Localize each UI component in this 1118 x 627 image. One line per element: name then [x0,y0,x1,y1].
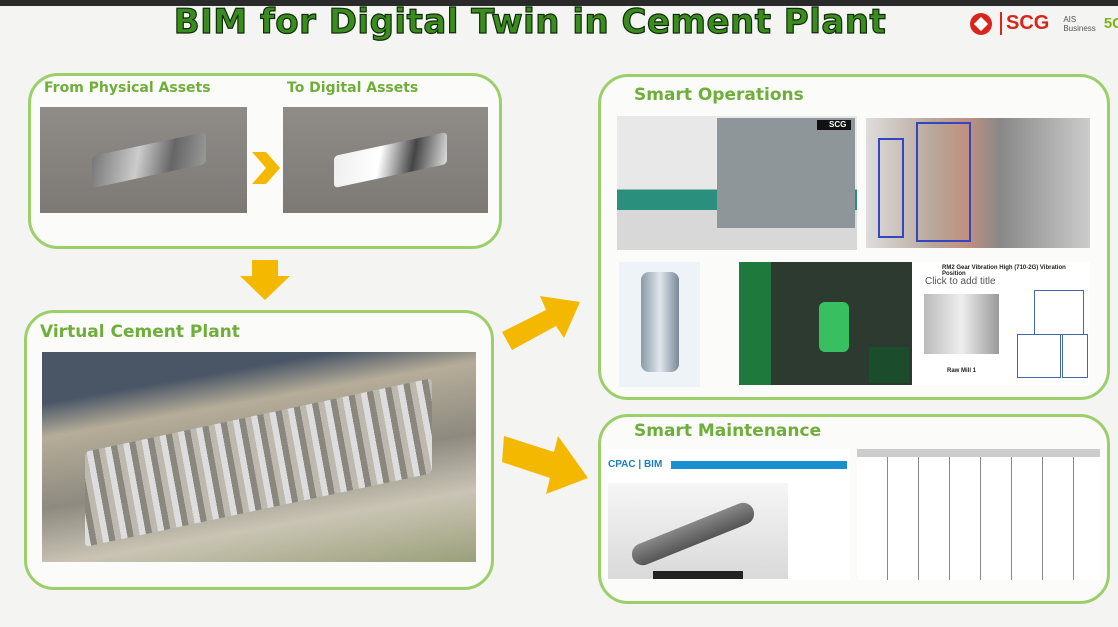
cpac-header-bar [671,461,847,469]
digital-asset-image [283,107,488,213]
raw-mill-screen-image [739,262,912,385]
scada-screen-image: SCG [617,116,857,250]
scada-scg-logo: SCG [829,120,847,129]
ais-logo-bottom: Business [1063,23,1096,33]
ais-logo-top: AIS [1063,14,1077,24]
vibration-position-slide: RM2 Gear Vibration High (710-2G) Vibrati… [912,262,1090,385]
ais-logo: AIS Business [1063,15,1095,33]
ais-5g: 5G [1103,15,1118,32]
cpac-bim-title: CPAC | BIM [608,459,663,470]
virtual-plant-label: Virtual Cement Plant [40,322,240,342]
drawing-document-image [857,449,1100,580]
arrow-down-icon [240,260,290,300]
arrow-maintenance-icon [502,436,588,494]
scg-logo-icon [970,12,992,35]
smart-maintenance-label: Smart Maintenance [634,421,822,441]
slide-title: BIM for Digital Twin in Cement Plant [173,1,887,42]
smart-operations-label: Smart Operations [634,85,804,105]
plant-structure-image [866,118,1090,248]
raw-mill-caption: Raw Mill 1 [947,368,977,374]
logos: SCG AIS Business 5G [970,12,1118,35]
cpac-bim-screen: CPAC | BIM [605,449,850,580]
chevron-right-icon [252,152,280,184]
mill-3d-model-image [619,262,700,387]
scg-logo-text: SCG [1000,12,1049,35]
arrow-operations-icon [502,296,580,350]
click-to-add-title: Click to add title [925,276,996,287]
virtual-plant-image [42,352,476,562]
top-bar [0,0,1118,6]
from-physical-label: From Physical Assets [44,80,211,96]
physical-asset-image [40,107,247,213]
to-digital-label: To Digital Assets [287,80,419,96]
vibration-title: RM2 Gear Vibration High (710-2G) Vibrati… [942,265,1066,277]
